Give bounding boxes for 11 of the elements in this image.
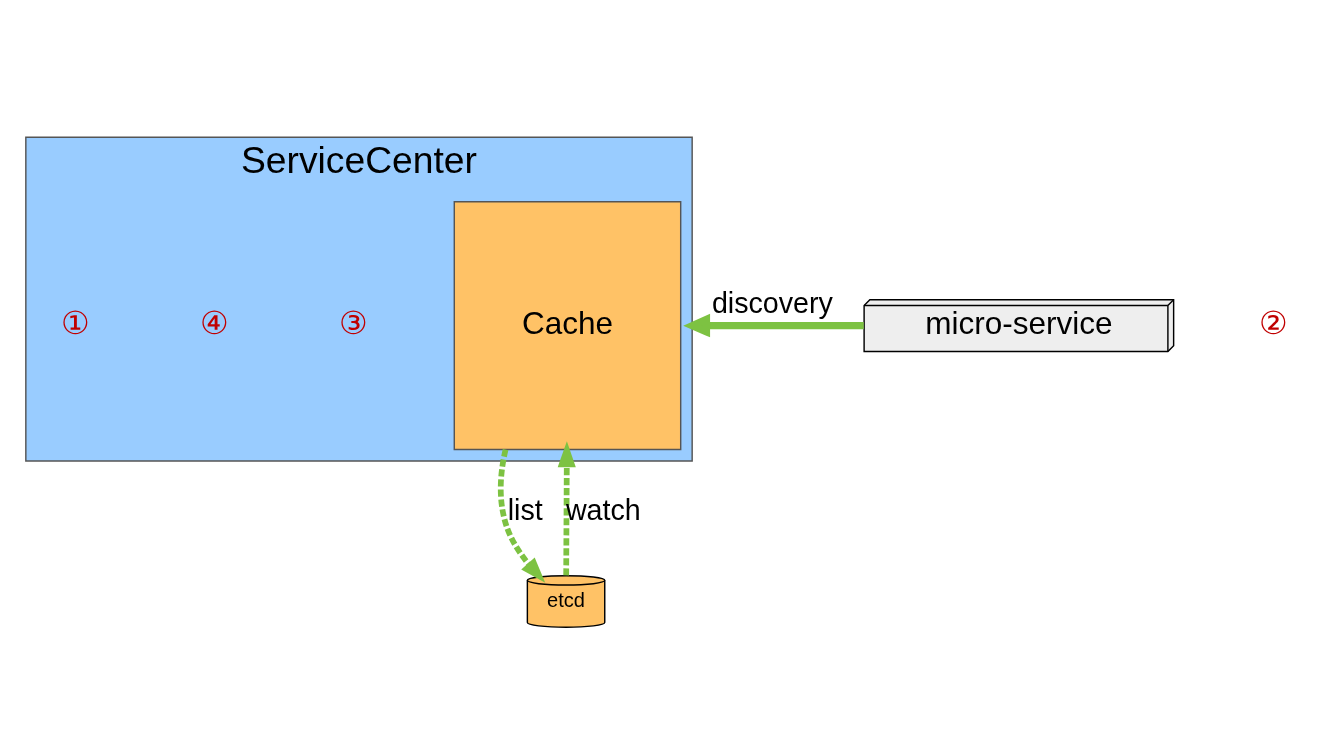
label: ① [61, 304, 91, 341]
arrow [683, 313, 864, 337]
node-box: Cache [453, 200, 682, 450]
label: ② [1259, 304, 1289, 341]
arrow [497, 448, 546, 583]
arrow [557, 440, 576, 575]
label: ④ [200, 304, 230, 341]
edge-label: watch [565, 493, 641, 526]
edge-label: discovery [711, 286, 833, 319]
edge-label: list [507, 493, 543, 526]
label: ③ [339, 304, 369, 341]
